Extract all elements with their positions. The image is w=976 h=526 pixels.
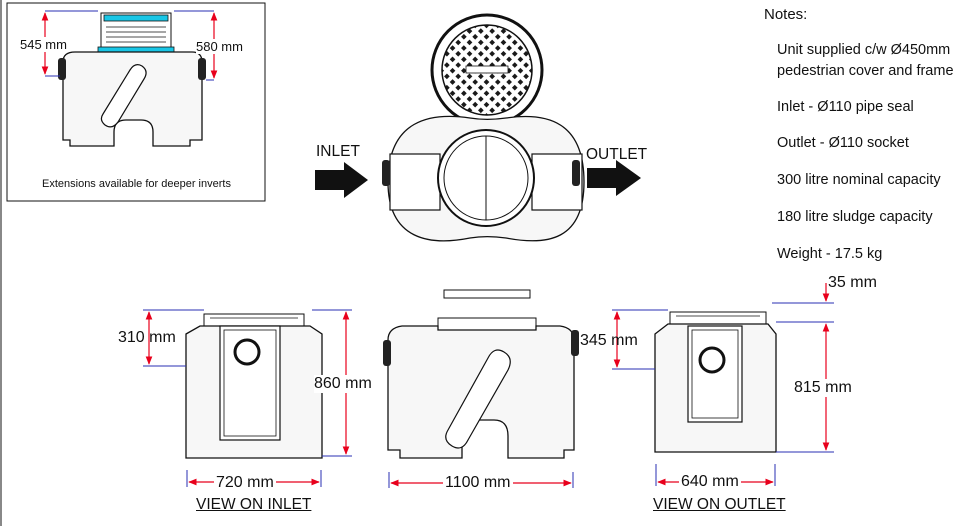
dim-inlet-cover: 310 mm (118, 329, 176, 346)
note-item: Weight - 17.5 kg (777, 246, 883, 262)
note-item: Inlet - Ø110 pipe seal (777, 99, 914, 115)
dim-cover-outlet: 35 mm (828, 274, 877, 291)
dim-length: 1100 mm (443, 474, 513, 492)
outlet-socket-plan (572, 160, 580, 186)
outlet-arrow-icon (587, 160, 641, 196)
outlet-view-channel (687, 325, 743, 423)
side-cover-frame (443, 289, 531, 299)
note-item: pedestrian cover and frame (777, 63, 954, 79)
side-outlet-socket (571, 330, 579, 356)
note-item: 300 litre nominal capacity (777, 172, 941, 188)
inlet-seal-plan (382, 160, 390, 186)
inset-inlet-seal (58, 58, 66, 80)
dim-outlet-width: 640 mm (679, 473, 741, 491)
outlet-label: OUTLET (586, 146, 648, 163)
side-view (383, 289, 579, 488)
cover-nameplate (465, 65, 509, 74)
inset-caption: Extensions available for deeper inverts (42, 178, 231, 190)
inset-extension (97, 12, 175, 54)
side-inlet-seal (383, 340, 391, 366)
note-item: Unit supplied c/w Ø450mm (777, 42, 951, 58)
plan-view (315, 13, 641, 242)
inlet-pipe-seal-icon (233, 338, 261, 366)
inset-dim-left-label: 545 mm (20, 37, 67, 52)
inlet-view-cover-frame (203, 313, 305, 327)
inset-internal-pipe (100, 64, 147, 128)
inlet-arrow-icon (315, 162, 368, 198)
dim-inlet-width: 720 mm (214, 474, 276, 492)
view-on-inlet-title: VIEW ON INLET (196, 496, 312, 513)
inset-outlet-socket (198, 58, 206, 80)
view-on-inlet (143, 309, 352, 487)
inlet-port-plan (389, 153, 441, 211)
outlet-view-cover-frame (669, 311, 767, 325)
notes-title: Notes: (764, 6, 808, 23)
dim-total-height: 860 mm (314, 375, 372, 393)
side-neck (437, 317, 537, 331)
inset-detail (6, 2, 266, 202)
dim-outlet-offset: 345 mm (580, 332, 638, 349)
side-internal-pipe (445, 349, 511, 449)
inlet-label: INLET (316, 143, 360, 160)
note-item: Outlet - Ø110 socket (777, 135, 909, 151)
view-on-outlet-title: VIEW ON OUTLET (653, 496, 786, 513)
inset-dim-right-label: 580 mm (196, 39, 243, 54)
view-on-outlet (612, 283, 834, 486)
outlet-socket-icon (698, 346, 726, 374)
note-item: 180 litre sludge capacity (777, 209, 933, 225)
dim-outlet-height: 815 mm (794, 379, 852, 397)
